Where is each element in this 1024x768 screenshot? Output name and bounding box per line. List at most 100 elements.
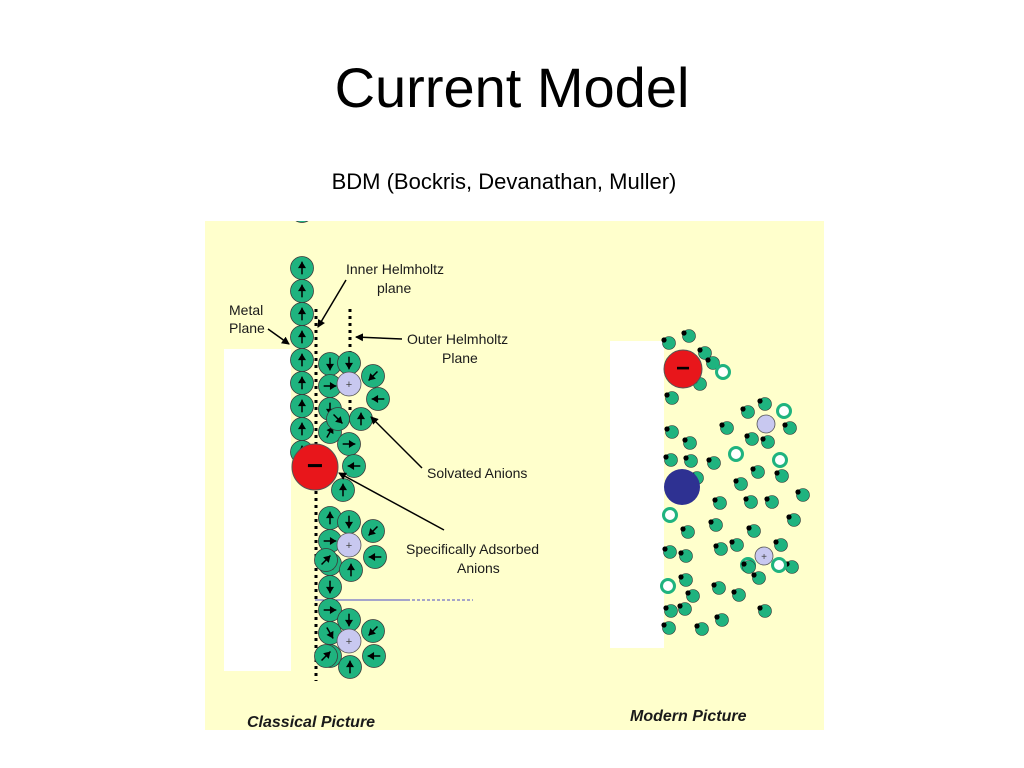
water-molecule-modern (771, 557, 787, 573)
caption-classical: Classical Picture (247, 714, 375, 730)
hydrogen-atom (795, 489, 801, 495)
dipole-arrow-head (368, 553, 376, 561)
label-inner-helmholtz-2: plane (377, 280, 411, 296)
dipole-arrow-head (298, 422, 306, 430)
hydrogen-atom (681, 330, 687, 336)
dipole-arrow-head (326, 586, 334, 594)
dipole-arrow-head (298, 261, 306, 269)
hydrogen-atom (683, 455, 689, 461)
arrow-inner-helmholtz (317, 279, 347, 328)
dipole-arrow-head (368, 528, 376, 536)
adsorbed-anion (291, 443, 339, 491)
arrow-outer-helmholtz (355, 333, 403, 342)
hydrogen-atom (661, 622, 667, 628)
hydrogen-atom (711, 582, 717, 588)
dipole-arrow-head (326, 630, 334, 639)
dipole-arrow-head (298, 307, 306, 315)
label-metal-plane-2: Plane (229, 320, 265, 336)
slide-title: Current Model (334, 56, 690, 119)
water-molecule-modern (728, 446, 744, 462)
hydrogen-atom (713, 543, 719, 549)
hydrogen-atom (712, 497, 718, 503)
hydrogen-atom (719, 422, 725, 428)
hydrogen-atom (760, 436, 766, 442)
water-molecule-modern (772, 452, 788, 468)
dipole-arrow-head (323, 651, 331, 659)
water-molecule-modern (660, 578, 676, 594)
hydrogen-atom (677, 603, 683, 609)
hydrogen-atom (664, 392, 670, 398)
dipole-arrow-head (329, 382, 337, 390)
hydrogen-atom (694, 623, 700, 629)
dipole-arrow-head (347, 462, 355, 470)
classical-water-layer: +++ (290, 221, 390, 679)
hydrogen-atom (682, 437, 688, 443)
dipole-arrow-head (329, 606, 337, 614)
dipole-arrow-head (345, 619, 353, 627)
water-molecule-modern (715, 364, 731, 380)
dipole-arrow-head (335, 416, 343, 424)
hydrogen-atom (773, 539, 779, 545)
dipole-arrow-head (326, 363, 334, 371)
hydrogen-atom (757, 398, 763, 404)
hydrogen-atom (782, 422, 788, 428)
modern-adsorbed-ion (664, 469, 700, 505)
hydrogen-atom (757, 605, 763, 611)
cation-sign: + (346, 379, 352, 391)
hydrogen-atom (733, 478, 739, 484)
double-layer-diagram: +++ − Inner Helmholtz plane Metal Plane … (224, 221, 810, 730)
water-molecule (295, 221, 309, 223)
solvated-cation (336, 371, 362, 397)
label-outer-helmholtz-2: Plane (442, 350, 478, 366)
solvated-cation (336, 628, 362, 654)
hydrogen-atom (729, 539, 735, 545)
dipole-arrow-head (298, 353, 306, 361)
adsorbed-anion-sign: − (307, 450, 323, 481)
dipole-arrow-head (298, 284, 306, 292)
dipole-arrow-head (345, 362, 353, 370)
hydrogen-atom (685, 590, 691, 596)
double-layer-figure: +++ − Inner Helmholtz plane Metal Plane … (205, 221, 824, 730)
dipole-arrow-head (339, 483, 347, 491)
caption-modern: Modern Picture (630, 708, 747, 725)
modern-electrode (610, 341, 664, 648)
label-solvated-anions: Solvated Anions (427, 465, 527, 481)
hydrogen-atom (708, 519, 714, 525)
modern-anion-sign: − (676, 355, 690, 382)
hydrogen-atom (741, 561, 747, 567)
hydrogen-atom (786, 514, 792, 520)
dipole-arrow-head (326, 511, 334, 519)
modern-cation (756, 414, 776, 434)
dipole-arrow-head (346, 660, 354, 668)
label-specifically-adsorbed-1: Specifically Adsorbed (406, 541, 539, 557)
dipole-arrow-head (345, 521, 353, 529)
label-inner-helmholtz-1: Inner Helmholtz (346, 261, 444, 277)
dipole-arrow-head (368, 628, 376, 636)
hydrogen-atom (764, 496, 770, 502)
hydrogen-atom (661, 337, 667, 343)
hydrogen-atom (731, 589, 737, 595)
dipole-arrow-head (323, 555, 331, 563)
label-specifically-adsorbed-2: Anions (457, 560, 500, 576)
hydrogen-atom (706, 457, 712, 463)
hydrogen-atom (705, 357, 711, 363)
dipole-arrow-head (368, 373, 376, 381)
dipole-arrow-head (298, 399, 306, 407)
label-outer-helmholtz-1: Outer Helmholtz (407, 331, 508, 347)
dipole-arrow-head (367, 652, 375, 660)
water-molecule-modern (662, 507, 678, 523)
hydrogen-atom (750, 466, 756, 472)
modern-cation-sign: + (761, 552, 767, 563)
dipole-arrow-head (347, 563, 355, 571)
hydrogen-atom (664, 426, 670, 432)
hydrogen-atom (663, 454, 669, 460)
dipole-arrow-head (357, 412, 365, 420)
solvated-cation (336, 532, 362, 558)
hydrogen-atom (746, 525, 752, 531)
water-molecule-modern (776, 403, 792, 419)
hydrogen-atom (714, 614, 720, 620)
hydrogen-atom (744, 433, 750, 439)
cation-sign: + (346, 636, 352, 648)
arrow-specifically-adsorbed (338, 472, 445, 531)
arrow-metal-plane (267, 328, 290, 345)
